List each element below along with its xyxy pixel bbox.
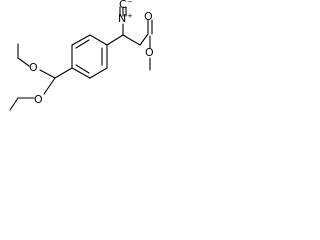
ester-oxygen-label: O [145,46,154,59]
ring-inner-bond-3 [75,64,90,74]
ethoxy-bottom-bond-2 [9,97,19,111]
ring-to-ch-bond [106,34,124,46]
acetal-oxygen-top-label: O [29,61,38,74]
ring-bond-5 [71,67,91,79]
bonds [9,6,153,111]
ethoxy-top-bond-1 [17,57,30,67]
isocyanide-nitrogen-charge: + [127,12,133,20]
isocyanide-carbon-label: C [119,0,127,11]
acetal-to-o-bottom-bond [43,77,56,95]
ch-to-ch2-bond [122,34,141,46]
ring-to-acetal-bond [54,67,73,79]
ring-bond-4 [89,67,108,79]
chemical-structure: C − N + O O O O [9,0,154,111]
acetal-oxygen-bottom-label: O [34,93,43,106]
ring-inner-bond-1 [75,39,90,49]
atom-labels: C − N + O O O O [29,0,154,106]
ring-bond-2 [89,34,108,46]
acetal-to-o-top-bond [39,69,56,79]
isocyanide-nitrogen-label: N [118,12,126,25]
ch2-to-carbonyl-bond [139,33,149,46]
isocyanide-carbon-charge: − [127,0,133,6]
ring-bond-1 [71,34,91,46]
carbonyl-oxygen-label: O [144,10,153,23]
